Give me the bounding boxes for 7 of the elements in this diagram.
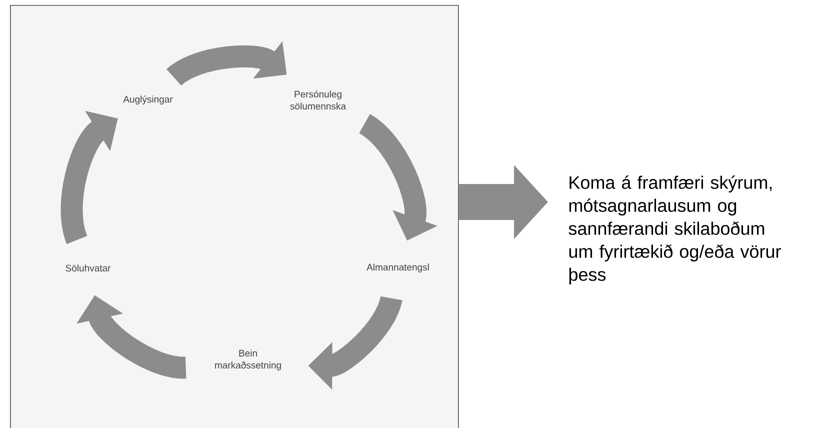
- step-label: Söluhvatar: [66, 264, 111, 272]
- description-text: Koma á framfæri skýrum, mótsagnarlausum og sannfærandi skilaboðum um fyrirtækið og/eða vörur þess: [568, 176, 781, 284]
- panel-box: [10, 5, 459, 428]
- step-label: Almannatengsl: [366, 264, 429, 272]
- step-label: Bein markaðssetning: [215, 350, 281, 370]
- step-label: Persónuleg sölumennska: [290, 90, 346, 110]
- step-label: Auglýsingar: [123, 96, 173, 104]
